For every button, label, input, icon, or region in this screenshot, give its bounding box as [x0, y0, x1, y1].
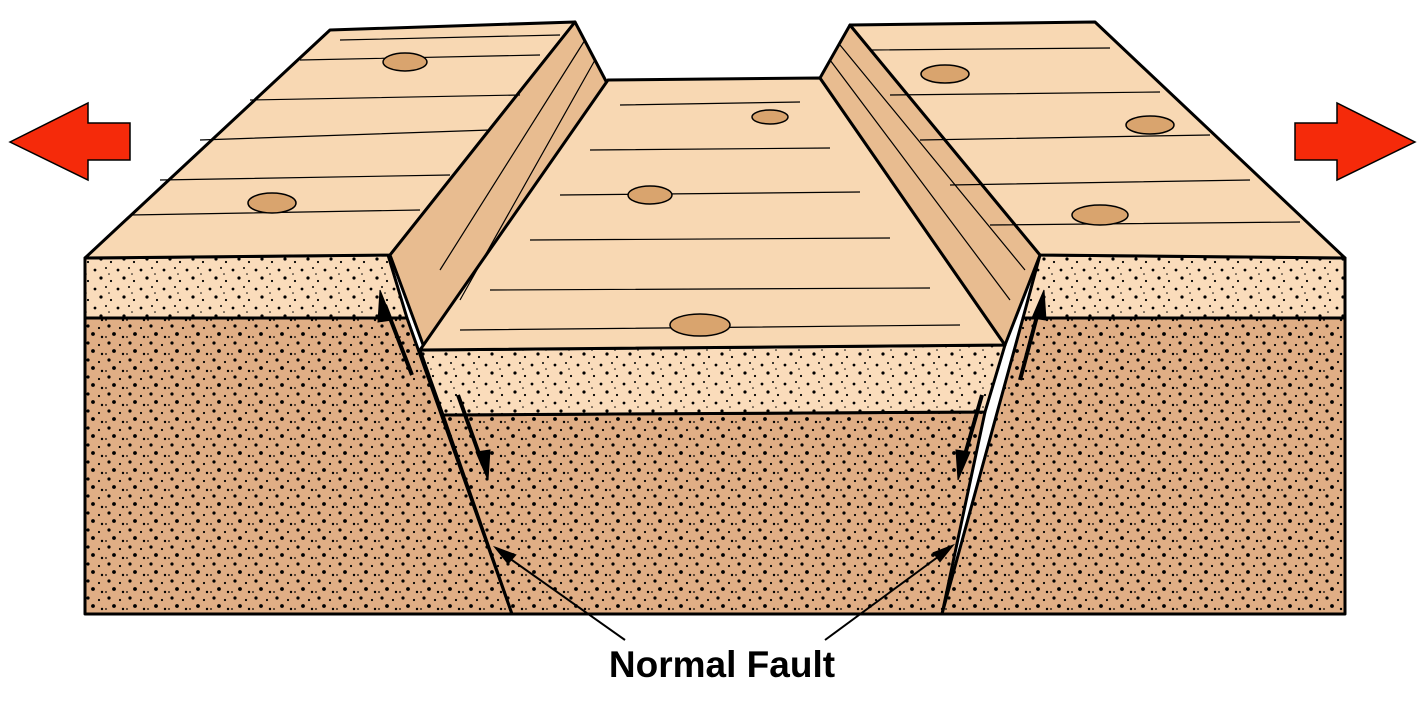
crater-icon: [627, 185, 673, 205]
arrow-right-icon: [1294, 101, 1417, 182]
right-block-surface: [848, 20, 1347, 260]
arrow-left-icon: [8, 101, 131, 182]
craters: [247, 52, 1175, 337]
normal-fault-label: Normal Fault: [609, 644, 835, 685]
crater-icon: [751, 109, 789, 125]
fault-motion-arrows: [377, 289, 1047, 481]
crater-icon: [1125, 115, 1175, 135]
crater-icon: [247, 192, 297, 214]
label-pointers: [492, 543, 956, 641]
crater-icon: [1071, 204, 1129, 226]
crater-icon: [382, 52, 428, 72]
crater-icon: [920, 64, 970, 84]
crater-icon: [669, 313, 731, 337]
